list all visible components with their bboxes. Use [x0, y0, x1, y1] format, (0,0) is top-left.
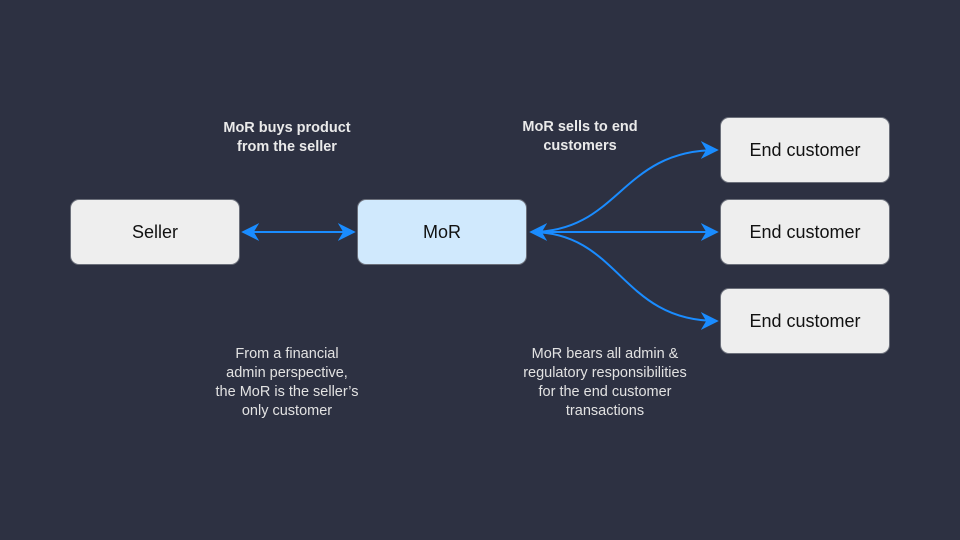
- note-line: admin perspective,: [226, 365, 348, 381]
- note-line: for the end customer: [538, 384, 672, 400]
- end-customer-node: End customer: [720, 199, 890, 265]
- mor-end-customer-1-arrow: [529, 141, 719, 241]
- sells-label-line: MoR sells to end: [522, 119, 638, 135]
- end-customer-label: End customer: [749, 310, 861, 331]
- sells-label-line: customers: [543, 138, 617, 154]
- end-customer-label: End customer: [749, 139, 861, 160]
- seller-node: Seller: [70, 199, 240, 265]
- mor-node: MoR: [357, 199, 527, 265]
- buys-label-line: MoR buys product: [223, 120, 351, 136]
- end-customer-label: End customer: [749, 221, 861, 242]
- note-line: only customer: [241, 403, 333, 419]
- note-line: transactions: [565, 403, 645, 419]
- note-line: the MoR is the seller’s: [215, 384, 359, 400]
- mor-label: MoR: [422, 221, 461, 242]
- buys-label-line: from the seller: [237, 139, 337, 155]
- note-line: regulatory responsibilities: [523, 365, 687, 381]
- sells-label: MoR sells to end customers: [490, 118, 670, 156]
- mor-end-customer-3-arrow: [530, 231, 719, 330]
- end-customer-node: End customer: [720, 117, 890, 183]
- end-customer-node: End customer: [720, 288, 890, 354]
- seller-label: Seller: [131, 221, 179, 242]
- left-note: From a financial admin perspective, the …: [187, 345, 387, 421]
- buys-label: MoR buys product from the seller: [187, 119, 387, 157]
- note-line: MoR bears all admin &: [531, 346, 679, 362]
- right-note: MoR bears all admin & regulatory respons…: [490, 345, 720, 421]
- note-line: From a financial: [235, 346, 339, 362]
